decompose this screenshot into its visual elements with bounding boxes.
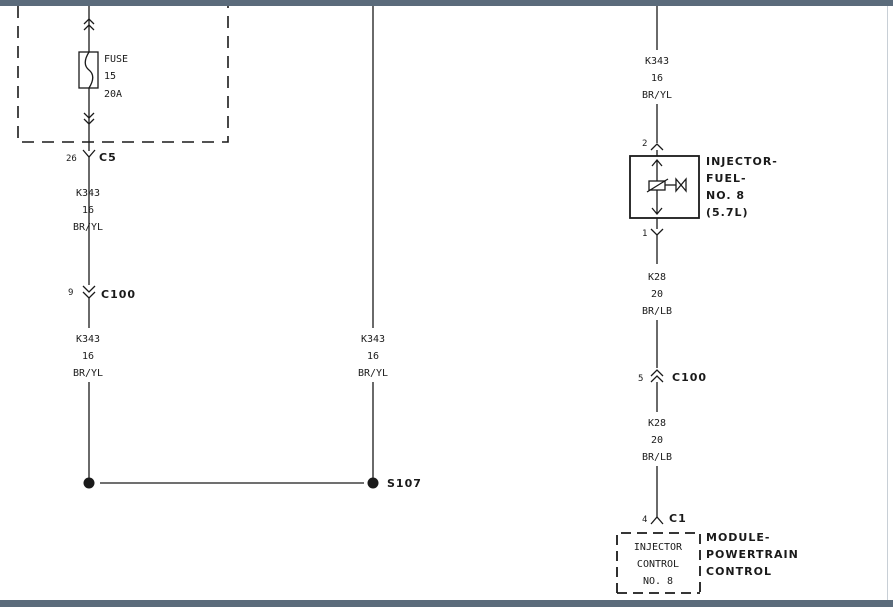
left-seg1-color: BR/YL (73, 222, 103, 233)
right-edge-line (887, 6, 888, 600)
left-seg1-gauge: 16 (82, 205, 94, 216)
fuse-element-icon (84, 51, 94, 89)
right-seg2-color: BR/LB (642, 306, 672, 317)
injector-label-line4: (5.7L) (706, 206, 749, 219)
pcm-module-boundary (616, 532, 701, 593)
c5-name: C5 (99, 151, 117, 164)
fuse-bottom-connector-icon (83, 112, 95, 125)
injector-pin-top: 2 (642, 139, 647, 149)
injector-box (629, 155, 700, 219)
c100-left-name: C100 (101, 288, 136, 301)
c1-name: C1 (669, 512, 687, 525)
c100-right-pin: 5 (638, 374, 643, 384)
injector-pin-bottom: 1 (642, 229, 647, 239)
splice-name: S107 (387, 477, 422, 490)
module-inner-line1: INJECTOR (634, 542, 683, 553)
c5-connector-icon (82, 149, 96, 158)
fuse-top-connector-icon (83, 18, 95, 31)
module-label-line1: MODULE- (706, 531, 770, 544)
injector-arrow-down-icon (651, 207, 663, 216)
c5-pin: 26 (66, 154, 77, 164)
splice-dot-left (83, 477, 95, 489)
fuse-title: FUSE (104, 54, 128, 65)
right-seg1-circuit: K343 (645, 56, 669, 67)
injector-label-line3: NO. 8 (706, 189, 745, 202)
right-seg2-circuit: K28 (648, 272, 666, 283)
left-seg2-gauge: 16 (82, 351, 94, 362)
middle-color: BR/YL (358, 368, 388, 379)
right-seg3-color: BR/LB (642, 452, 672, 463)
module-inner-line2: CONTROL (637, 559, 679, 570)
injector-label-line2: FUEL- (706, 172, 747, 185)
c100-right-name: C100 (672, 371, 707, 384)
bottom-window-bar (0, 600, 893, 607)
fuse-number: 15 (104, 71, 116, 82)
module-label-line3: CONTROL (706, 565, 772, 578)
fuse-block-boundary (17, 6, 229, 143)
right-seg3-circuit: K28 (648, 418, 666, 429)
fuse-rating: 20A (104, 89, 122, 100)
c100-left-connector-icon (82, 285, 96, 299)
left-seg2-circuit: K343 (76, 334, 100, 345)
c100-right-connector-icon (650, 369, 664, 383)
middle-gauge: 16 (367, 351, 379, 362)
left-seg2-color: BR/YL (73, 368, 103, 379)
module-inner-line3: NO. 8 (643, 576, 673, 587)
injector-arrow-up-icon (651, 158, 663, 167)
right-seg2-gauge: 20 (651, 289, 663, 300)
module-label-line2: POWERTRAIN (706, 548, 799, 561)
injector-pin1-connector-icon (650, 228, 664, 236)
left-seg1-circuit: K343 (76, 188, 100, 199)
right-seg1-color: BR/YL (642, 90, 672, 101)
c1-pin: 4 (642, 515, 647, 525)
right-seg3-gauge: 20 (651, 435, 663, 446)
right-seg1-gauge: 16 (651, 73, 663, 84)
middle-circuit: K343 (361, 334, 385, 345)
injector-valve-icon (675, 177, 687, 193)
injector-pin2-connector-icon (650, 143, 664, 151)
injector-label-line1: INJECTOR- (706, 155, 778, 168)
c1-connector-icon (650, 516, 664, 525)
c100-left-pin: 9 (68, 288, 73, 298)
top-window-bar (0, 0, 893, 6)
splice-dot-s107 (367, 477, 379, 489)
